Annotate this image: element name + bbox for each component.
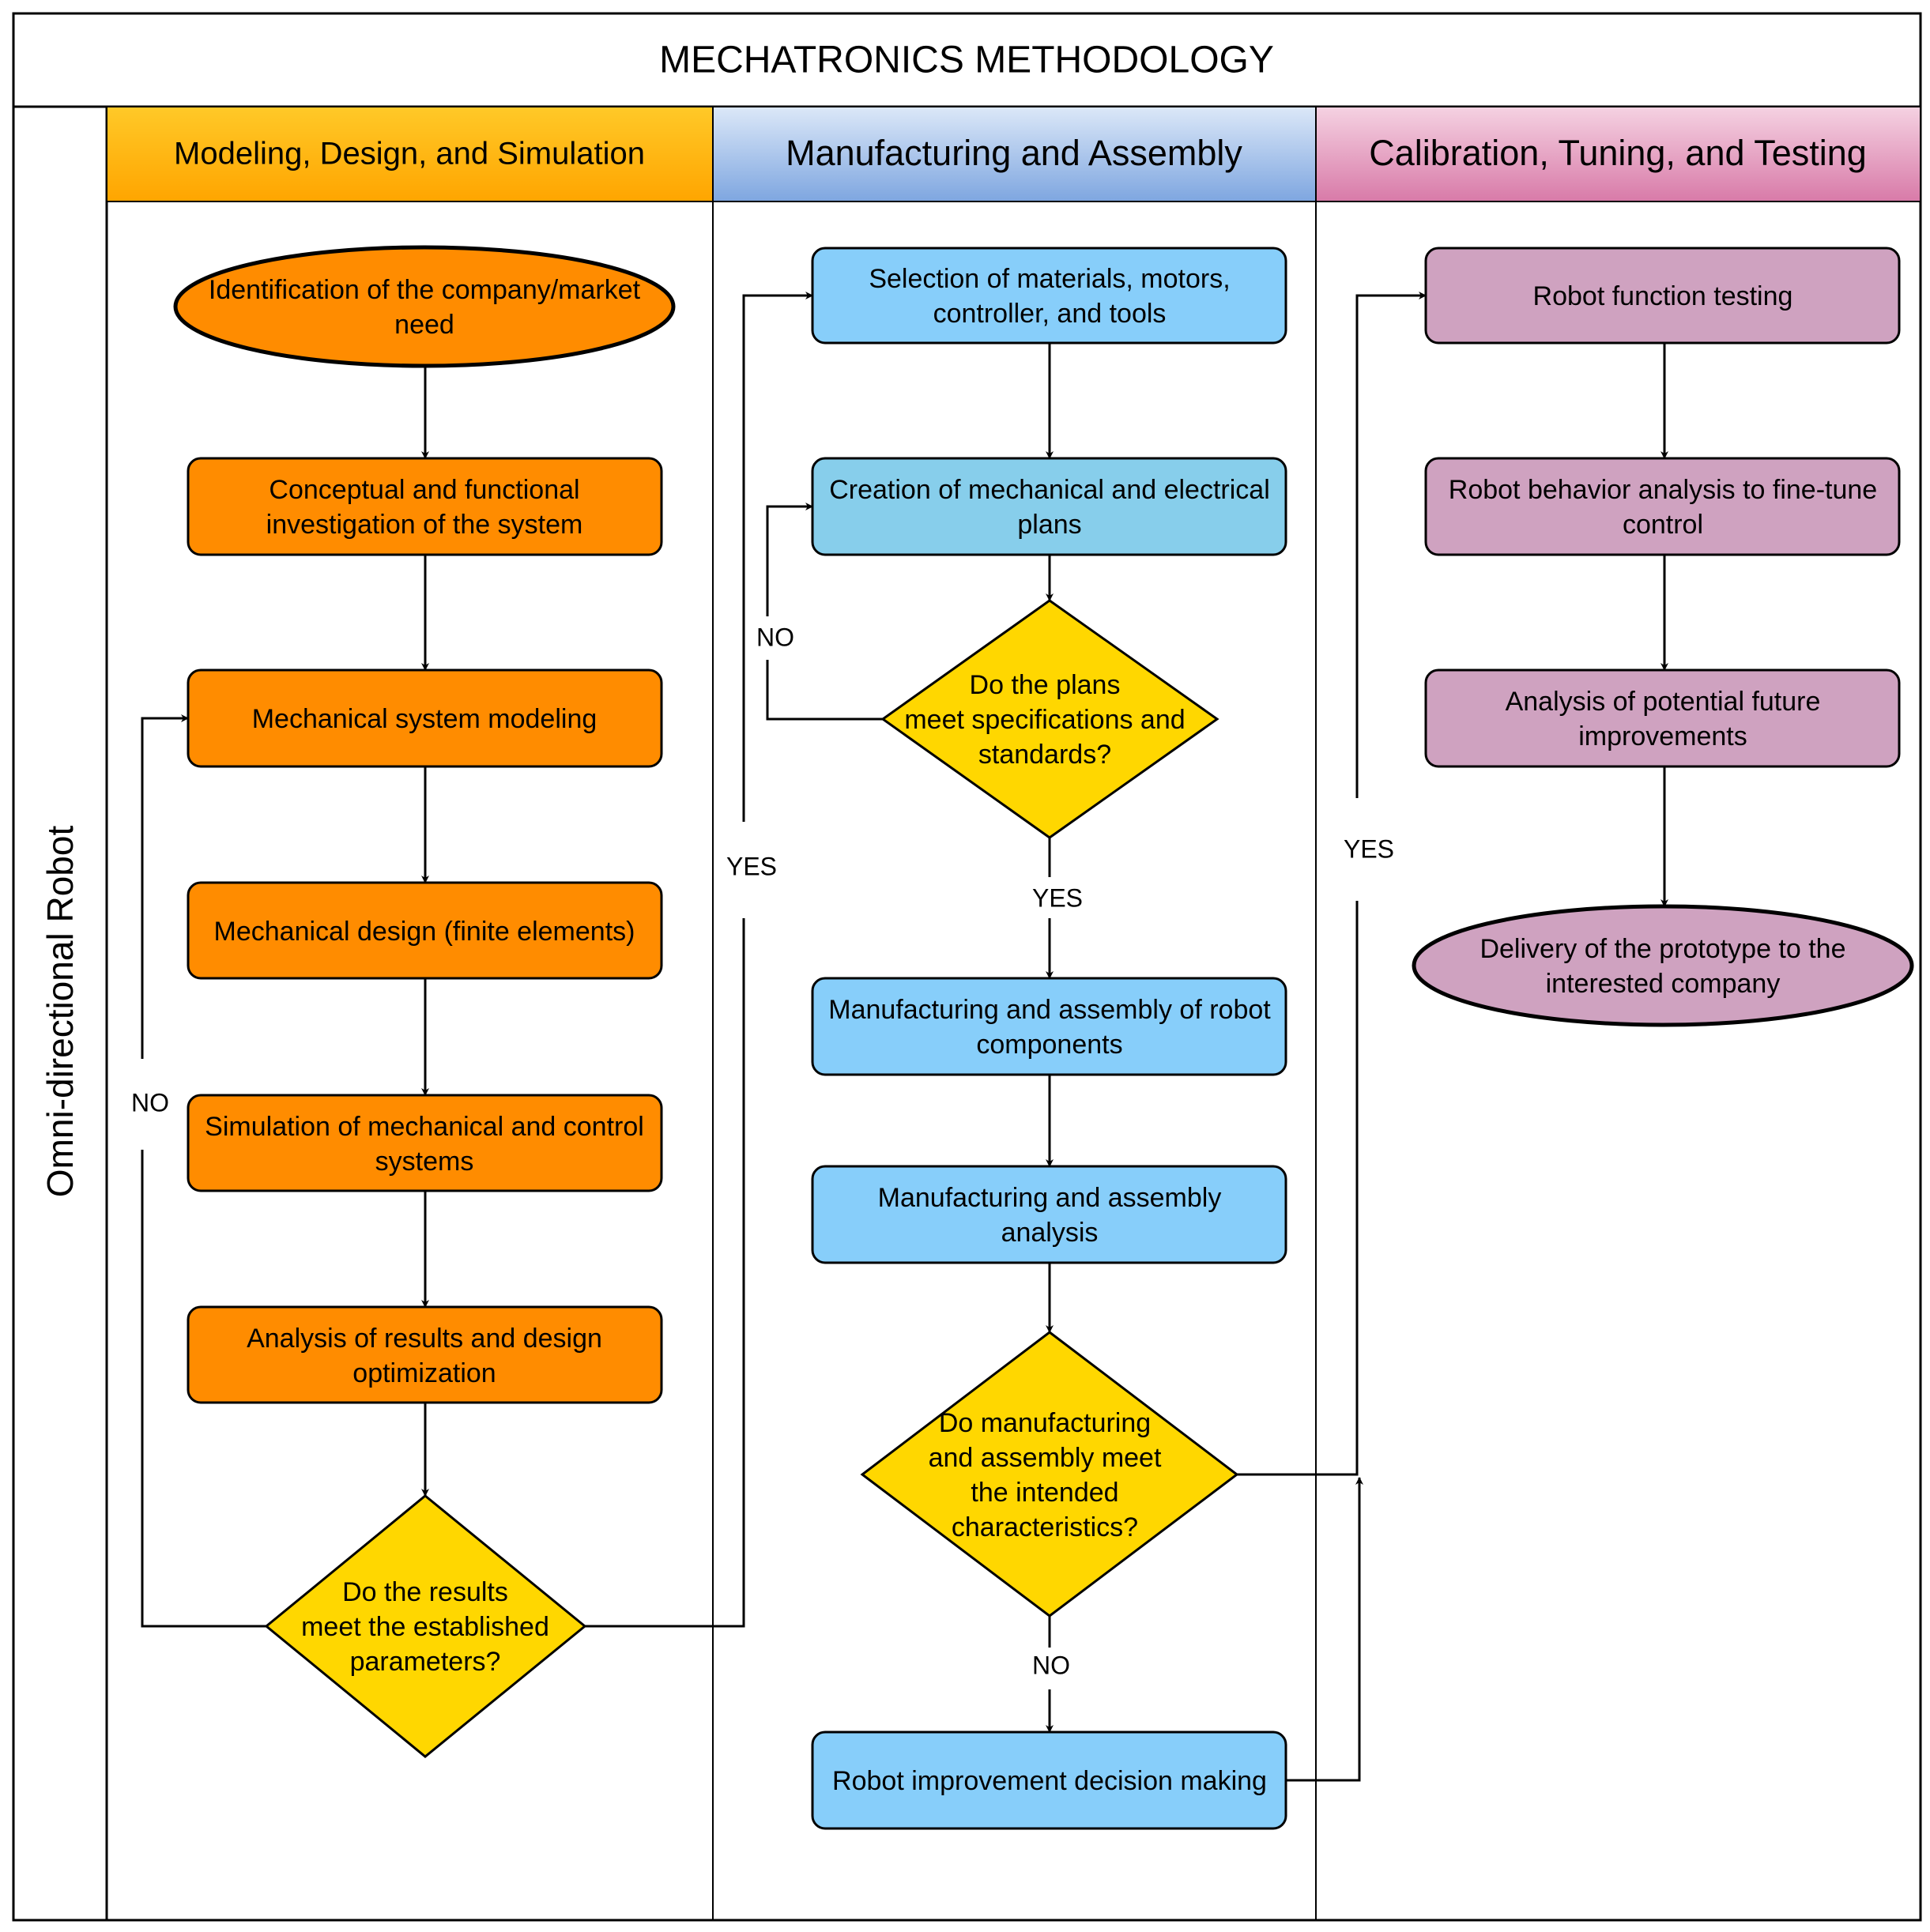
edge-results-no-arrow (141, 714, 189, 1059)
edge-results-no (141, 1150, 266, 1628)
node-label-line: characteristics? (952, 1512, 1138, 1542)
lane-label-calibration: Calibration, Tuning, and Testing (1369, 133, 1867, 173)
decision-label-results: Do the results meet the established parame… (301, 1577, 549, 1677)
node-label-mfg-analysis: Manufacturing and assembly analysis (878, 1183, 1222, 1248)
node-label-line: Simulation of mechanical and control (205, 1112, 644, 1142)
node-label-mfg: Manufacturing and assembly of robot compo… (828, 995, 1271, 1060)
node-sim (187, 1094, 663, 1192)
node-label-line: Identification of the company/market (209, 275, 641, 305)
node-label-line: need (394, 310, 454, 340)
edge-label-yes-results: YES (726, 852, 777, 880)
decision-results (264, 1494, 587, 1758)
decision-label-mfg: Do manufacturing and assembly meet the int… (929, 1408, 1162, 1542)
lane-header-calibration (1315, 106, 1921, 202)
node-label-test: Robot function testing (1533, 281, 1793, 311)
diagram-title: MECHATRONICS METHODOLOGY (659, 40, 1274, 81)
node-label-line: components (976, 1030, 1122, 1060)
node-label-line: meet the established (301, 1612, 549, 1642)
node-label-line: standards? (978, 740, 1111, 770)
node-label-need: Identification of the company/market need (209, 275, 641, 340)
node-label-future: Analysis of potential future improvements (1506, 687, 1821, 751)
node-label-behavior: Robot behavior analysis to fine-tune cont… (1449, 475, 1877, 540)
node-label-line: Do the plans (970, 670, 1121, 700)
edge-mfg-yes (1237, 901, 1359, 1476)
node-plans (811, 457, 1287, 556)
node-fea (187, 881, 663, 980)
node-label-line: Robot behavior analysis to fine-tune (1449, 475, 1877, 505)
node-label-line: Manufacturing and assembly of robot (828, 995, 1271, 1025)
node-mfg-analysis (811, 1165, 1287, 1264)
node-label-sim: Simulation of mechanical and control syst… (205, 1112, 644, 1177)
node-label-line: control (1623, 510, 1703, 540)
lane-header-modeling (106, 106, 714, 202)
node-label-line: meet specifications and (904, 705, 1185, 735)
node-label-line: Do manufacturing (939, 1408, 1151, 1438)
node-label-line: investigation of the system (266, 510, 583, 540)
start-node-need (173, 245, 676, 368)
node-label-line: analysis (1001, 1218, 1099, 1248)
node-label-model: Mechanical system modeling (252, 704, 597, 734)
node-label-decision-making: Robot improvement decision making (832, 1766, 1267, 1796)
decision-plans (880, 599, 1219, 839)
node-label-plans: Creation of mechanical and electrical pla… (829, 475, 1270, 540)
node-label-opt: Analysis of results and design optimizati… (247, 1324, 602, 1388)
node-label-delivery: Delivery of the prototype to the interest… (1480, 934, 1845, 999)
node-label-fea: Mechanical design (finite elements) (214, 917, 635, 947)
node-label-line: plans (1017, 510, 1081, 540)
node-label-line: Manufacturing and assembly (878, 1183, 1222, 1213)
node-label-line: and assembly meet (929, 1443, 1162, 1473)
edge-plans-no (766, 660, 883, 721)
end-node-delivery (1412, 904, 1914, 1027)
node-label-line: systems (375, 1147, 474, 1177)
node-label-line: Selection of materials, motors, (869, 264, 1230, 294)
node-model (187, 668, 663, 768)
node-decision-making (811, 1731, 1287, 1830)
node-label-line: Robot function testing (1533, 281, 1793, 311)
edge-plans-no-arrow (766, 503, 813, 616)
node-test (1424, 247, 1901, 345)
node-opt (187, 1305, 663, 1404)
connectors (141, 292, 1668, 1782)
node-label-line: Delivery of the prototype to the (1480, 934, 1845, 964)
node-future (1424, 668, 1901, 768)
decision-label-plans: Do the plans meet specifications and stand… (904, 670, 1185, 770)
edge-results-yes-arrow (742, 292, 813, 822)
node-label-line: Analysis of results and design (247, 1324, 602, 1354)
edge-mfg-yes-arrow (1355, 292, 1427, 798)
node-label-line: Mechanical system modeling (252, 704, 597, 734)
node-label-line: improvements (1578, 721, 1747, 751)
lane-label-modeling: Modeling, Design, and Simulation (174, 137, 645, 171)
node-label-line: Do the results (342, 1577, 508, 1607)
edge-decision-merge (1287, 1477, 1363, 1782)
node-label-line: Robot improvement decision making (832, 1766, 1267, 1796)
node-mfg (811, 977, 1287, 1076)
edge-label-yes-mfg: YES (1344, 834, 1394, 863)
node-label-line: Conceptual and functional (269, 475, 579, 505)
node-select (811, 247, 1287, 345)
edge-label-no-results: NO (131, 1088, 169, 1117)
node-label-select: Selection of materials, motors, controlle… (869, 264, 1230, 329)
node-label-line: optimization (352, 1358, 496, 1388)
edge-label-no-mfg: NO (1032, 1651, 1070, 1679)
lane-label-manufacturing: Manufacturing and Assembly (786, 133, 1242, 173)
node-concept (187, 457, 663, 556)
node-label-line: the intended (971, 1478, 1118, 1508)
node-labels: Identification of the company/market need… (205, 264, 1877, 1796)
node-label-line: controller, and tools (933, 299, 1167, 329)
edge-label-yes-plans: YES (1032, 883, 1083, 912)
edge-label-no-plans: NO (756, 623, 794, 651)
node-label-concept: Conceptual and functional investigation o… (266, 475, 583, 540)
node-label-line: interested company (1546, 969, 1781, 999)
node-behavior (1424, 457, 1901, 556)
decision-mfg (860, 1331, 1239, 1618)
node-label-line: Mechanical design (finite elements) (214, 917, 635, 947)
node-label-line: parameters? (350, 1647, 501, 1677)
lane-header-manufacturing (712, 106, 1317, 202)
node-label-line: Creation of mechanical and electrical (829, 475, 1270, 505)
edge-results-yes (585, 918, 745, 1628)
node-label-line: Analysis of potential future (1506, 687, 1821, 717)
pool-label: Omni-directional Robot (40, 826, 81, 1198)
